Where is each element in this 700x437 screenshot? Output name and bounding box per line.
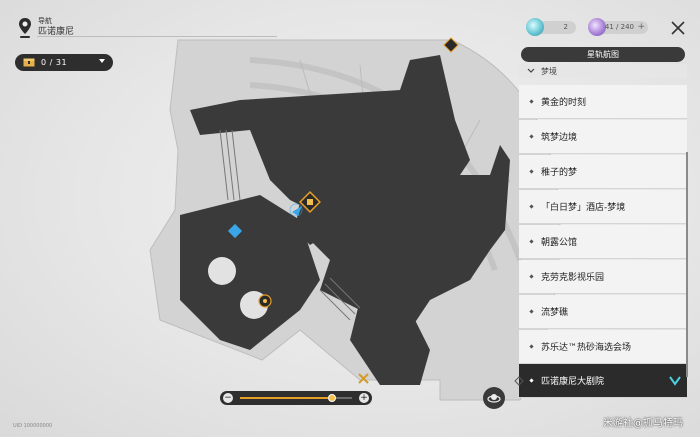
area-item-selected[interactable]: 匹诺康尼大剧院 (519, 364, 687, 398)
zoom-handle[interactable] (327, 394, 336, 402)
stellar-jade-counter[interactable]: 2 (526, 18, 576, 36)
area-group-header[interactable]: 梦境 (519, 64, 687, 78)
top-marker-icon (443, 37, 459, 53)
zoom-in-button[interactable]: + (359, 393, 369, 403)
area-item[interactable]: 克劳克影视乐园 (519, 260, 687, 294)
area-item[interactable]: 黄金的时刻 (519, 85, 687, 119)
bullet-icon (529, 169, 534, 174)
area-item-label: 匹诺康尼大剧院 (541, 377, 605, 387)
map-round-room-1 (208, 257, 236, 285)
bullet-icon (529, 309, 534, 314)
treasure-chest-icon (23, 58, 35, 67)
navigation-header: 导航 匹诺康尼 (18, 17, 74, 39)
area-item[interactable]: 稚子的梦 (519, 155, 687, 189)
stellar-jade-value: 2 (563, 23, 568, 31)
zoom-slider[interactable]: − + (220, 391, 372, 405)
treasure-count: 0 / 31 (41, 58, 68, 67)
treasure-counter-dropdown[interactable]: 0 / 31 (15, 54, 113, 71)
bullet-icon (529, 378, 534, 383)
bullet-icon (529, 239, 534, 244)
area-item-label: 朝露公馆 (541, 238, 578, 248)
mission-marker-icon (258, 294, 272, 308)
map-mode-icon[interactable] (483, 387, 505, 409)
area-item-label: 筑梦边境 (541, 133, 578, 143)
area-item-label: 黄金的时刻 (541, 98, 587, 108)
trailblaze-power-icon (588, 18, 606, 36)
area-list[interactable]: 梦境 黄金的时刻 筑梦边境 稚子的梦 「白日梦」酒店-梦境 朝露公馆 克劳克影视… (519, 64, 687, 399)
area-item-label: 流梦礁 (541, 308, 569, 318)
list-scrollbar[interactable] (686, 152, 688, 377)
area-item[interactable]: 筑梦边境 (519, 120, 687, 154)
uid-label: UID 100000000 (13, 423, 53, 429)
trailblaze-power-counter[interactable]: 41 / 240 + (588, 18, 648, 36)
trailblaze-power-value: 41 / 240 (604, 23, 634, 31)
bullet-icon (529, 204, 534, 209)
bullet-icon (529, 274, 534, 279)
chevron-down-icon (669, 376, 681, 386)
star-rail-map-button[interactable]: 星轨航图 (521, 47, 685, 62)
area-item-label: 「白日梦」酒店-梦境 (541, 203, 626, 213)
map-pin-icon (19, 18, 31, 38)
area-group-label: 梦境 (541, 66, 557, 76)
zoom-out-button[interactable]: − (223, 393, 233, 403)
area-item-label: 稚子的梦 (541, 168, 578, 178)
crossed-swords-icon (358, 373, 369, 384)
area-item[interactable]: 「白日梦」酒店-梦境 (519, 190, 687, 224)
teleport-anchor-icon (299, 191, 321, 213)
watermark: 米游社@抓马特玛 (603, 418, 683, 429)
area-item[interactable]: 朝露公馆 (519, 225, 687, 259)
stellar-jade-icon (526, 18, 544, 36)
location-name: 匹诺康尼 (38, 27, 75, 37)
zoom-fill (240, 397, 332, 399)
zoom-track[interactable] (240, 394, 352, 402)
chevron-down-icon (99, 59, 105, 63)
area-item-label: 克劳克影视乐园 (541, 273, 605, 283)
area-item-label: 苏乐达™热砂海选会场 (541, 343, 632, 353)
chevron-down-icon (527, 68, 535, 73)
header-divider (37, 36, 277, 37)
add-power-icon[interactable]: + (637, 22, 645, 32)
map-walkable-area (180, 55, 510, 385)
bullet-icon (529, 344, 534, 349)
navigation-title: 导航 (38, 17, 52, 25)
area-item[interactable]: 流梦礁 (519, 295, 687, 329)
player-location-icon (289, 203, 303, 217)
map-stairs (219, 129, 361, 321)
area-item[interactable]: 苏乐达™热砂海选会场 (519, 330, 687, 364)
space-anchor-icon (227, 223, 243, 239)
selection-pointer-icon (514, 376, 524, 386)
close-icon[interactable] (670, 20, 686, 36)
bullet-icon (529, 99, 534, 104)
bullet-icon (529, 134, 534, 139)
